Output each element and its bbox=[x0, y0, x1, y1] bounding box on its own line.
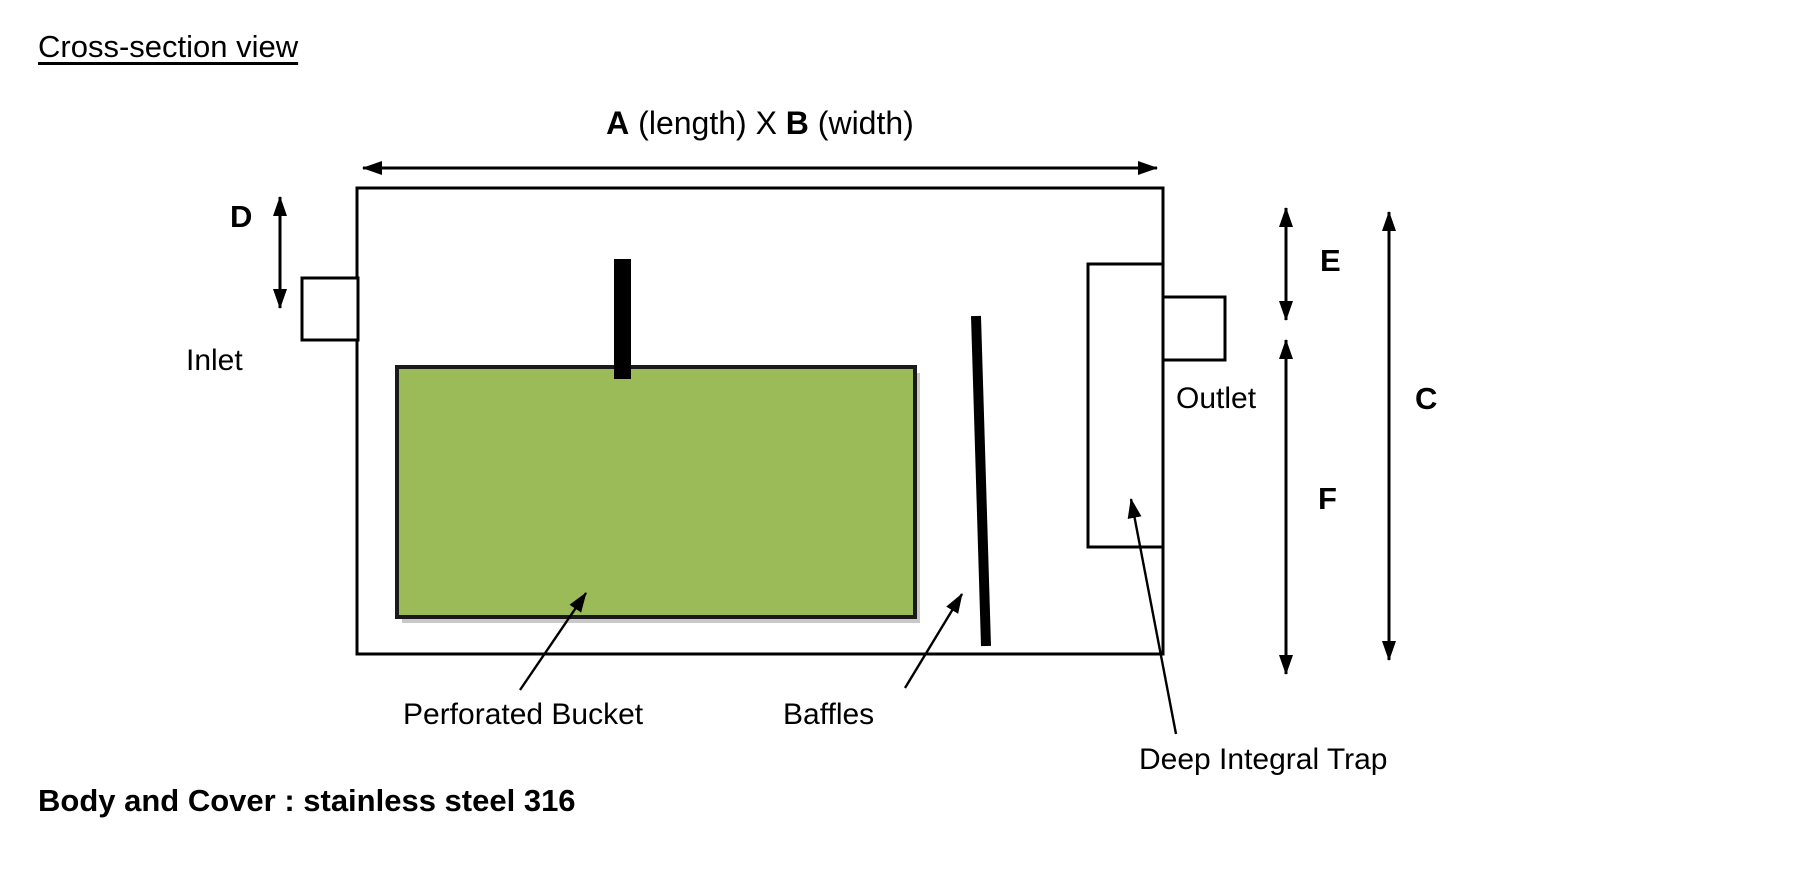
dimension-a-b-label: A (length) X B (width) bbox=[460, 104, 1060, 142]
baffle-bar-vertical bbox=[614, 259, 631, 379]
deep-integral-trap-label: Deep Integral Trap bbox=[1139, 743, 1388, 776]
leader-arrow-perforated-bucket bbox=[519, 592, 587, 691]
leader-arrow-baffles bbox=[903, 593, 964, 689]
outlet-stub bbox=[1161, 295, 1227, 362]
inlet-label: Inlet bbox=[186, 344, 243, 377]
inlet-stub bbox=[300, 276, 360, 342]
dimension-f-label: F bbox=[1318, 481, 1337, 516]
deep-integral-trap-shape bbox=[1086, 262, 1165, 549]
dimension-d-label: D bbox=[230, 199, 253, 234]
diagram-title: Cross-section view bbox=[38, 29, 299, 64]
perforated-bucket-label: Perforated Bucket bbox=[403, 698, 644, 731]
outlet-label: Outlet bbox=[1176, 382, 1257, 415]
leader-arrow-deep-integral-trap bbox=[1127, 498, 1178, 735]
dimension-a-b-end-text: (width) bbox=[808, 105, 914, 141]
perforated-bucket-shape bbox=[395, 365, 917, 619]
dimension-b-letter: B bbox=[785, 105, 809, 141]
dimension-a-b-middle-text: (length) X bbox=[629, 105, 786, 141]
baffle-bar-slanted bbox=[971, 315, 991, 647]
dimension-e-label: E bbox=[1320, 243, 1341, 278]
dimension-c-label: C bbox=[1415, 381, 1438, 416]
baffles-label: Baffles bbox=[783, 698, 875, 731]
dimension-a-letter: A bbox=[606, 105, 630, 141]
footer-material-note: Body and Cover : stainless steel 316 bbox=[38, 783, 576, 818]
